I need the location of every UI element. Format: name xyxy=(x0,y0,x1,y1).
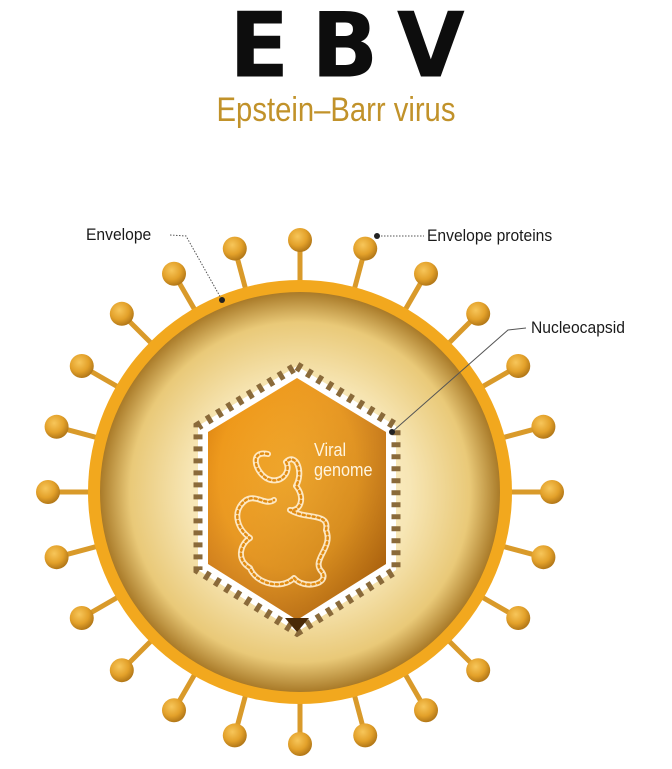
envelope-protein-spike-icon xyxy=(288,228,312,252)
envelope-protein-spike-icon xyxy=(353,237,377,261)
envelope-protein-spike-icon xyxy=(223,723,247,747)
envelope-protein-spike-icon xyxy=(414,698,438,722)
nucleocapsid-pointer-dot xyxy=(389,429,395,435)
label-viral-genome: Viral genome xyxy=(314,440,373,480)
envelope-protein-spike-icon xyxy=(70,354,94,378)
envelope-protein-spike-icon xyxy=(162,698,186,722)
envelope-protein-spike-icon xyxy=(162,262,186,286)
envelope-pointer-dot xyxy=(219,297,225,303)
envelope-protein-spike-icon xyxy=(45,545,69,569)
envelope-protein-spike-icon xyxy=(288,732,312,756)
viral-genome-line-2: genome xyxy=(314,460,373,480)
envelope-protein-spike-icon xyxy=(353,723,377,747)
envelope-protein-spike-icon xyxy=(36,480,60,504)
envelope-protein-spike-icon xyxy=(223,237,247,261)
label-envelope-proteins: Envelope proteins xyxy=(427,226,552,246)
envelope-protein-spike-icon xyxy=(110,658,134,682)
envelope-protein-spike-icon xyxy=(540,480,564,504)
envelope-protein-spike-icon xyxy=(506,354,530,378)
envelope-proteins-pointer-dot xyxy=(374,233,380,239)
envelope-protein-spike-icon xyxy=(531,415,555,439)
envelope-protein-spike-icon xyxy=(466,658,490,682)
envelope-protein-spike-icon xyxy=(414,262,438,286)
viral-genome-line-1: Viral xyxy=(314,440,373,460)
envelope-protein-spike-icon xyxy=(110,302,134,326)
envelope-protein-spike-icon xyxy=(70,606,94,630)
label-envelope: Envelope xyxy=(86,225,151,245)
envelope-protein-spike-icon xyxy=(45,415,69,439)
envelope-protein-spike-icon xyxy=(466,302,490,326)
envelope-protein-spike-icon xyxy=(531,545,555,569)
label-nucleocapsid: Nucleocapsid xyxy=(531,318,625,338)
envelope-protein-spike-icon xyxy=(506,606,530,630)
